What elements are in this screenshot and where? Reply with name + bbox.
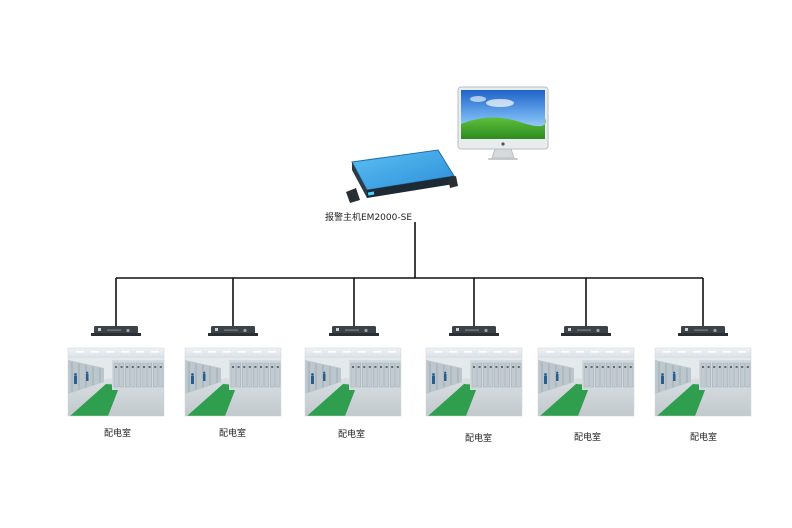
collector-module-icon <box>91 326 141 336</box>
room-label-6: 配电室 <box>690 433 718 443</box>
room-label-5: 配电室 <box>574 433 602 443</box>
rack-server-icon <box>346 149 458 203</box>
switchgear-room-photo <box>67 347 165 417</box>
switchgear-room-photo <box>304 347 402 417</box>
collector-module-icon <box>329 326 379 336</box>
switchgear-room-photo <box>184 347 282 417</box>
switchgear-room-photo <box>654 347 752 417</box>
collector-module-icon <box>678 326 728 336</box>
switchgear-room-photo <box>537 347 635 417</box>
rooms-layer <box>67 326 752 417</box>
collector-module-icon <box>561 326 611 336</box>
host-label: 报警主机EM2000-SE <box>325 213 413 223</box>
room-label-2: 配电室 <box>219 429 247 439</box>
collector-module-icon <box>208 326 258 336</box>
desktop-monitor-icon <box>457 86 549 160</box>
room-label-4: 配电室 <box>465 434 493 444</box>
bus-lines <box>115 222 704 326</box>
switchgear-room-photo <box>425 347 523 417</box>
collector-module-icon <box>449 326 499 336</box>
room-label-3: 配电室 <box>338 430 366 440</box>
room-label-1: 配电室 <box>104 429 132 439</box>
